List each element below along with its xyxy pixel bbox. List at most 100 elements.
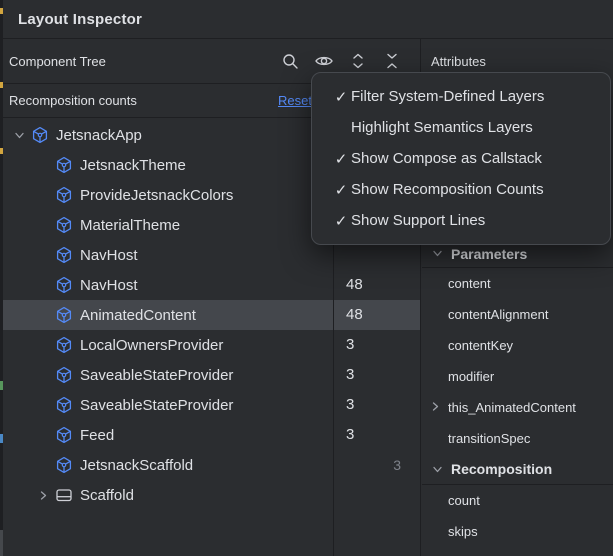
attr-name: transitionSpec bbox=[448, 431, 531, 446]
recomposition-count: 3 bbox=[346, 426, 355, 443]
attr-row[interactable]: modifier bbox=[422, 361, 613, 392]
attr-section-title: Recomposition bbox=[451, 461, 553, 477]
component-tree-title: Component Tree bbox=[9, 53, 106, 69]
rail-mark bbox=[0, 82, 3, 88]
compose-node-icon bbox=[55, 156, 73, 174]
menu-item[interactable]: ✓Show Recomposition Counts bbox=[312, 174, 610, 205]
menu-item[interactable]: Highlight Semantics Layers bbox=[312, 112, 610, 143]
menu-item-label: Filter System-Defined Layers bbox=[351, 88, 545, 105]
chevron-right-icon[interactable] bbox=[31, 480, 55, 510]
compose-node-icon bbox=[31, 126, 49, 144]
tree-node-label: JetsnackTheme bbox=[80, 156, 186, 174]
rail-mark bbox=[0, 148, 3, 154]
tree-row[interactable]: Scaffold bbox=[3, 480, 420, 510]
attr-name: contentAlignment bbox=[448, 307, 549, 322]
tree-node-label: NavHost bbox=[80, 276, 138, 294]
eye-icon[interactable] bbox=[314, 51, 334, 71]
tool-window-titlebar: Layout Inspector bbox=[3, 0, 613, 39]
attr-row[interactable]: content bbox=[422, 268, 613, 299]
tree-node-label: LocalOwnersProvider bbox=[80, 336, 224, 354]
rail-mark bbox=[0, 530, 3, 556]
checkmark-icon: ✓ bbox=[334, 181, 348, 199]
tree-row[interactable]: JetsnackApp bbox=[3, 120, 420, 150]
chevron-spacer bbox=[31, 450, 55, 480]
reset-counts-link[interactable]: Reset bbox=[278, 93, 312, 108]
compose-node-icon bbox=[55, 276, 73, 294]
chevron-spacer bbox=[31, 420, 55, 450]
chevron-spacer bbox=[31, 210, 55, 240]
compose-node-icon bbox=[55, 366, 73, 384]
recomposition-count: 48 bbox=[346, 306, 363, 323]
attr-row[interactable]: contentAlignment bbox=[422, 299, 613, 330]
attr-row[interactable]: this_AnimatedContent bbox=[422, 392, 613, 423]
menu-item-label: Show Compose as Callstack bbox=[351, 150, 542, 167]
attr-row[interactable]: contentKey bbox=[422, 330, 613, 361]
attr-name: count bbox=[448, 493, 480, 508]
tree-node-label: JetsnackScaffold bbox=[80, 456, 194, 474]
chevron-spacer bbox=[31, 150, 55, 180]
tree-node-label: ProvideJetsnackColors bbox=[80, 186, 234, 204]
page-title: Layout Inspector bbox=[18, 10, 143, 28]
recomposition-count-cell: 3 bbox=[330, 420, 420, 450]
menu-item[interactable]: ✓Show Compose as Callstack bbox=[312, 143, 610, 174]
menu-item[interactable]: ✓Show Support Lines bbox=[312, 205, 610, 236]
tree-row[interactable]: LocalOwnersProvider 3 bbox=[3, 330, 420, 360]
attr-row[interactable]: transitionSpec bbox=[422, 423, 613, 454]
attr-name: skips bbox=[448, 524, 478, 539]
menu-item-label: Show Support Lines bbox=[351, 212, 486, 229]
component-tree-toolbar bbox=[280, 51, 420, 71]
tree-node-label: JetsnackApp bbox=[56, 126, 142, 144]
tree-node-label: Scaffold bbox=[80, 486, 134, 504]
rail-mark bbox=[0, 8, 3, 14]
recomposition-count-cell: 3 bbox=[330, 450, 420, 480]
collapse-all-icon[interactable] bbox=[382, 51, 402, 71]
attr-section-parameters[interactable]: Parameters bbox=[422, 240, 613, 268]
recomposition-count: 3 bbox=[346, 366, 355, 383]
recomposition-count: 3 bbox=[346, 396, 355, 413]
attr-section-recomposition[interactable]: Recomposition bbox=[422, 454, 613, 485]
compose-node-icon bbox=[55, 246, 73, 264]
menu-item-label: Highlight Semantics Layers bbox=[351, 119, 533, 136]
chevron-down-icon bbox=[432, 464, 446, 475]
tree-row[interactable]: NavHost 48 bbox=[3, 270, 420, 300]
rail-mark bbox=[0, 434, 3, 443]
recomposition-counts-bar: Recomposition counts Reset bbox=[3, 84, 420, 118]
recomposition-counts-label: Recomposition counts bbox=[9, 93, 137, 108]
search-icon[interactable] bbox=[280, 51, 300, 71]
tree-row[interactable]: NavHost bbox=[3, 240, 420, 270]
attr-row[interactable]: skips bbox=[422, 516, 613, 547]
attr-name: content bbox=[448, 276, 491, 291]
recomposition-count-cell: 48 bbox=[330, 270, 420, 300]
attr-row[interactable]: count bbox=[422, 485, 613, 516]
menu-item[interactable]: ✓Filter System-Defined Layers bbox=[312, 81, 610, 112]
chevron-down-icon[interactable] bbox=[7, 120, 31, 150]
component-tree-header: Component Tree bbox=[3, 39, 420, 84]
compose-node-icon bbox=[55, 396, 73, 414]
compose-node-icon bbox=[55, 456, 73, 474]
recomposition-count-cell: 3 bbox=[330, 390, 420, 420]
tree-row[interactable]: JetsnackScaffold 3 bbox=[3, 450, 420, 480]
chevron-down-icon bbox=[432, 248, 446, 259]
chevron-spacer bbox=[31, 390, 55, 420]
expand-all-icon[interactable] bbox=[348, 51, 368, 71]
tree-node-label: Feed bbox=[80, 426, 115, 444]
counts-column-divider bbox=[333, 118, 334, 556]
tree-row[interactable]: Feed 3 bbox=[3, 420, 420, 450]
tree-row[interactable]: JetsnackTheme bbox=[3, 150, 420, 180]
tree-row[interactable]: ProvideJetsnackColors bbox=[3, 180, 420, 210]
menu-item-label: Show Recomposition Counts bbox=[351, 181, 544, 198]
chevron-spacer bbox=[31, 240, 55, 270]
chevron-right-icon[interactable] bbox=[430, 400, 441, 415]
compose-node-icon bbox=[55, 216, 73, 234]
tree-row[interactable]: MaterialTheme bbox=[3, 210, 420, 240]
chevron-spacer bbox=[31, 360, 55, 390]
compose-node-icon bbox=[55, 426, 73, 444]
recomposition-count: 3 bbox=[346, 336, 355, 353]
tree-node-label: NavHost bbox=[80, 246, 138, 264]
recomposition-count-cell bbox=[330, 480, 420, 510]
